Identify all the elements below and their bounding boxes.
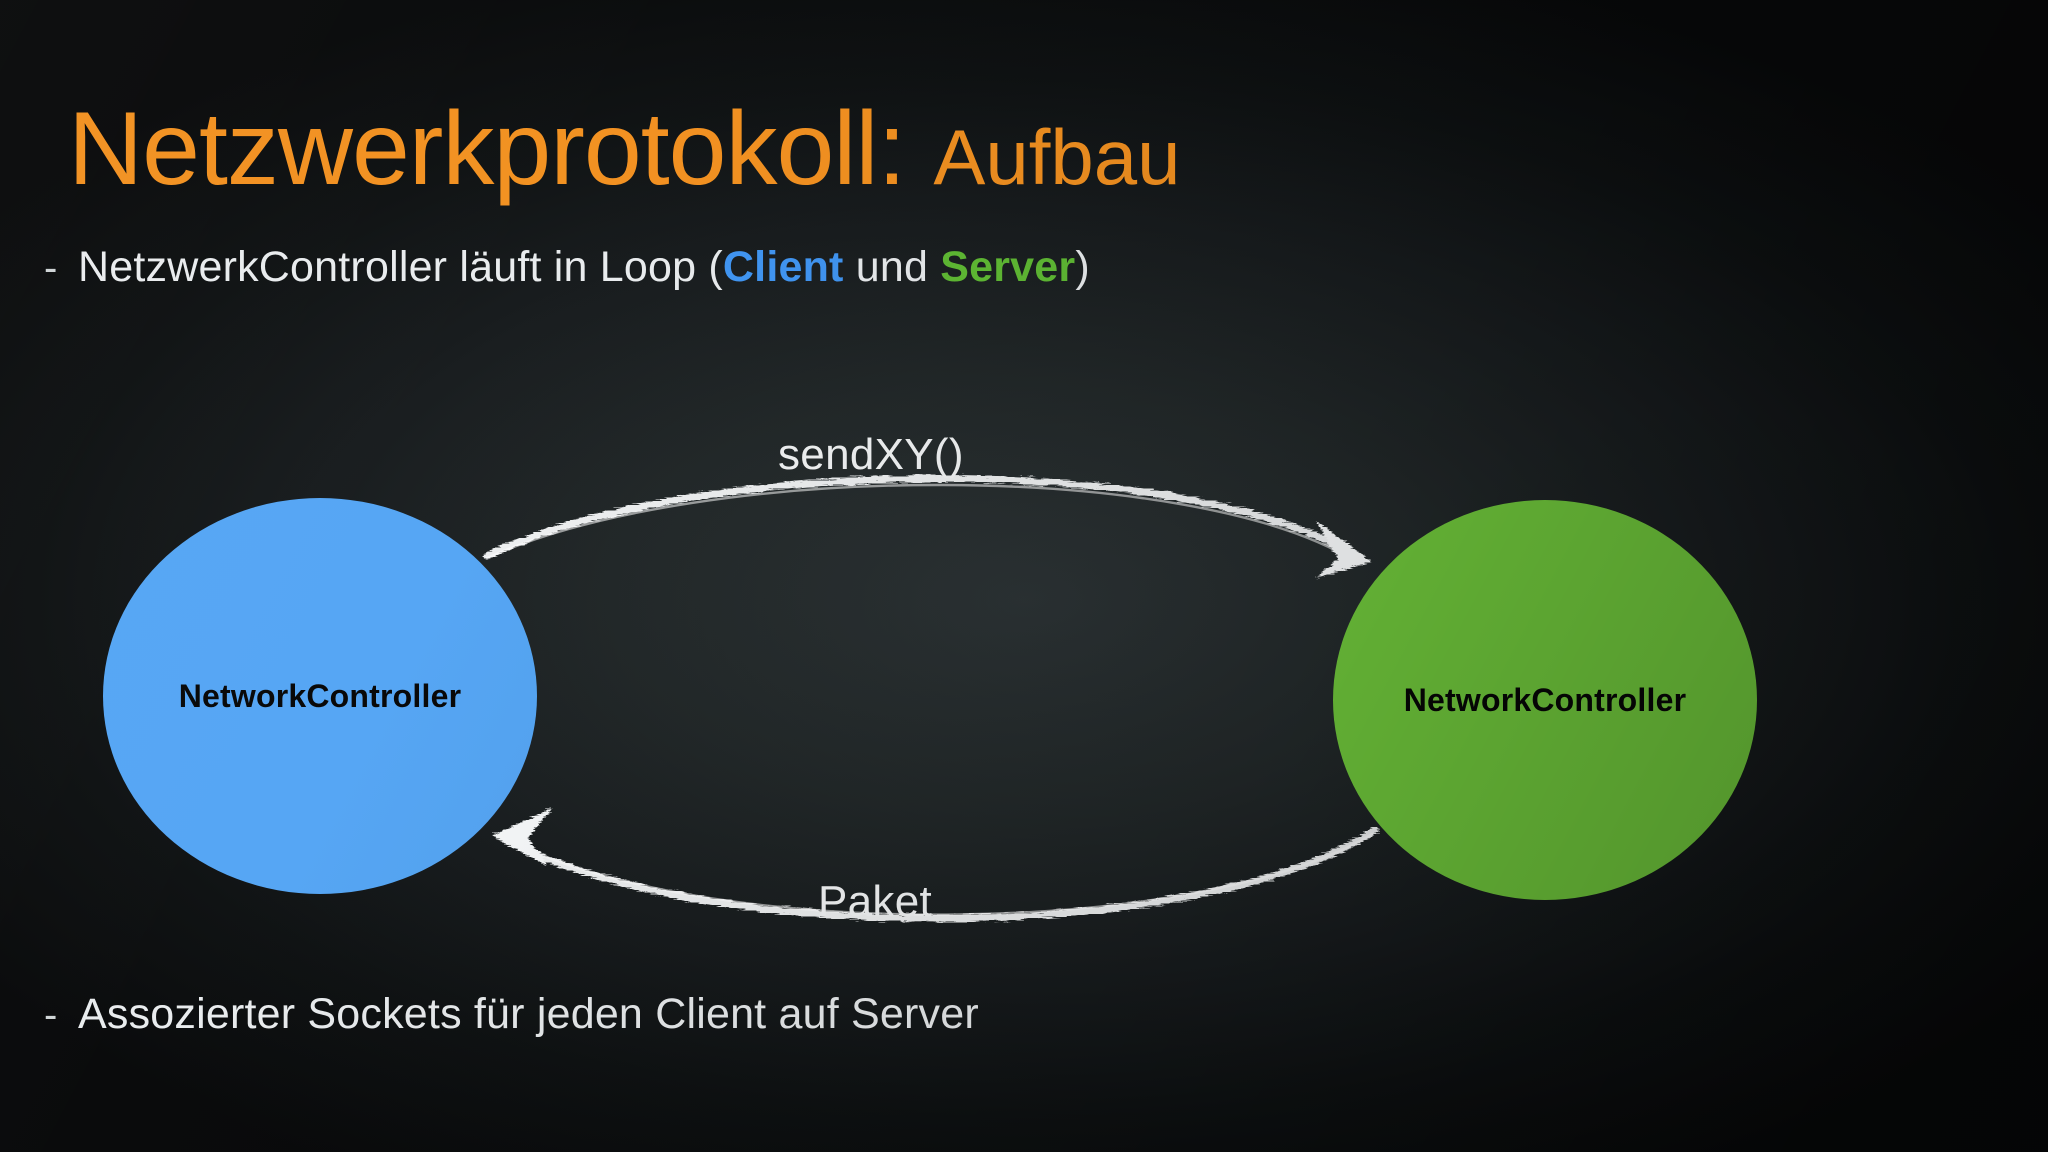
server-node[interactable]: NetworkController bbox=[1333, 500, 1757, 900]
title-main: Netzwerkprotokoll: bbox=[68, 90, 906, 207]
bullet-marker: - bbox=[44, 993, 58, 1037]
edge-send-arrowhead-icon bbox=[1316, 521, 1372, 578]
client-node-label: NetworkController bbox=[178, 677, 462, 714]
bullet-text-2: Assozierter Sockets für jeden Client auf… bbox=[78, 990, 979, 1038]
edge-send-line bbox=[483, 475, 1366, 564]
edge-paket-line-highlight bbox=[510, 832, 1374, 916]
edge-paket-arrowhead-icon bbox=[492, 808, 552, 866]
bullet-1-segment-lead: NetzwerkController läuft in Loop ( bbox=[78, 243, 723, 291]
bullet-marker: - bbox=[44, 246, 58, 290]
bullet-1-segment-tail: ) bbox=[1075, 243, 1090, 291]
bullet-item-2: - Assozierter Sockets für jeden Client a… bbox=[44, 990, 979, 1039]
edge-paket-line bbox=[501, 826, 1379, 922]
keyword-client: Client bbox=[722, 243, 844, 291]
edge-send-line-highlight bbox=[485, 483, 1358, 564]
title-subtitle: Aufbau bbox=[933, 112, 1181, 201]
edge-send-label: sendXY() bbox=[778, 430, 964, 479]
keyword-server: Server bbox=[940, 243, 1076, 291]
client-node[interactable]: NetworkController bbox=[103, 498, 537, 894]
bullet-1-segment-und: und bbox=[843, 243, 941, 291]
edge-send-group bbox=[483, 475, 1372, 578]
edge-paket-group bbox=[492, 808, 1379, 922]
bullet-item-1: - NetzwerkController läuft in Loop (Clie… bbox=[44, 243, 1090, 292]
server-node-label: NetworkController bbox=[1403, 681, 1687, 718]
edge-paket-label: Paket bbox=[818, 877, 933, 926]
page-title: Netzwerkprotokoll: Aufbau bbox=[68, 88, 1181, 211]
bullet-text-1: NetzwerkController läuft in Loop (Client… bbox=[78, 243, 1090, 292]
